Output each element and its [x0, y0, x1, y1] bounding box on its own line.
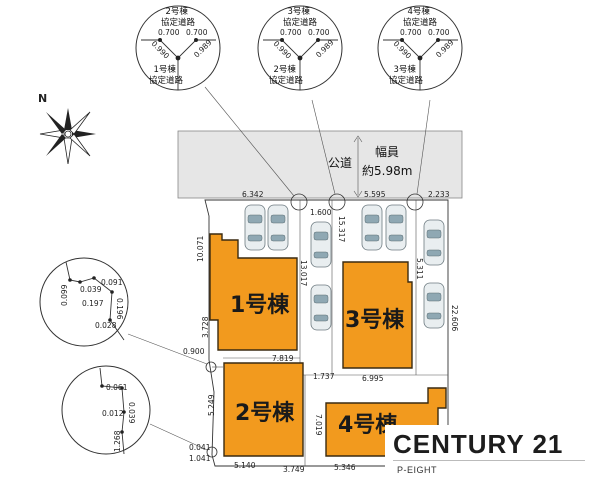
- road-width-label: 幅員: [375, 144, 399, 159]
- dim-1737: 1.737: [313, 372, 335, 381]
- north-label: N: [38, 92, 47, 105]
- compass-rose-icon: [39, 108, 96, 165]
- circle2-dim-a: 0.700: [280, 28, 302, 37]
- detail-circle-1: [135, 5, 221, 91]
- circle1-top-label: 2号棟 協定道路: [161, 6, 196, 28]
- circle3-dim-b: 0.700: [428, 28, 450, 37]
- left-lower-dim-0: 0.061: [106, 383, 128, 392]
- dim-3728: 3.728: [201, 316, 210, 338]
- detail-circle-left-upper: [39, 257, 129, 347]
- building-1: [209, 233, 298, 351]
- dim-0041: 0.041: [189, 443, 211, 452]
- left-upper-dim-4: 0.196: [115, 298, 124, 320]
- detail-circle-2: [257, 5, 343, 91]
- dim-5249: 5.249: [207, 394, 216, 416]
- dim-1041: 1.041: [189, 454, 211, 463]
- logo-divider: [393, 460, 585, 461]
- building-3: [342, 261, 413, 369]
- left-lower-dim-3: 1.268: [113, 430, 122, 452]
- circle3-top-label: 4号棟 協定道路: [403, 6, 438, 28]
- dim-5346: 5.346: [334, 463, 356, 472]
- logo-brand: CENTURY 21: [393, 429, 564, 459]
- dim-13017: 13.017: [299, 260, 308, 286]
- circle2-top-label: 3号棟 協定道路: [283, 6, 318, 28]
- dim-7819: 7.819: [272, 354, 294, 363]
- circle1-dim-b: 0.700: [186, 28, 208, 37]
- road-name: 公道: [328, 156, 352, 170]
- left-upper-dim-0: 0.099: [60, 284, 69, 306]
- parking-cars: [244, 204, 445, 331]
- public-road: [177, 130, 463, 199]
- circle3-dim-a: 0.700: [400, 28, 422, 37]
- dim-5595: 5.595: [364, 190, 386, 199]
- dim-0900: 0.900: [183, 347, 205, 356]
- road-width-value: 約5.98m: [362, 163, 412, 178]
- left-upper-dim-2: 0.091: [101, 278, 123, 287]
- building-1-label: 1号棟: [230, 292, 290, 318]
- building-2-label: 2号棟: [235, 400, 295, 426]
- dim-5311: 5.311: [415, 258, 424, 280]
- century21-logo: CENTURY 21 P-EIGHT: [385, 425, 595, 487]
- left-upper-dim-5: 0.028: [95, 321, 117, 330]
- dim-10071: 10.071: [196, 236, 205, 262]
- detail-circle-left-lower: [61, 365, 151, 455]
- dim-22606: 22.606: [450, 305, 459, 331]
- building-3-label: 3号棟: [345, 307, 405, 333]
- dim-15317: 15.317: [337, 216, 346, 242]
- dim-6995: 6.995: [362, 374, 384, 383]
- circle2-dim-b: 0.700: [308, 28, 330, 37]
- detail-circle-3: [377, 5, 463, 91]
- dim-7019: 7.019: [314, 414, 323, 436]
- dim-3749: 3.749: [283, 465, 305, 474]
- left-lower-dim-2: 0.039: [127, 402, 136, 424]
- corner-markers: [127, 86, 431, 458]
- left-lower-dim-1: 0.012: [102, 409, 124, 418]
- dim-1600: 1.600: [310, 208, 332, 217]
- logo-sub: P-EIGHT: [397, 465, 438, 475]
- left-upper-dim-1: 0.039: [80, 285, 102, 294]
- dim-6342: 6.342: [242, 190, 264, 199]
- left-upper-dim-3: 0.197: [82, 299, 104, 308]
- circle1-bottom-label: 1号棟 協定道路: [149, 64, 184, 86]
- dim-2233: 2.233: [428, 190, 450, 199]
- circle3-bottom-label: 3号棟 協定道路: [389, 64, 424, 86]
- circle1-dim-a: 0.700: [158, 28, 180, 37]
- site-boundary: [204, 199, 449, 467]
- building-2: [223, 362, 304, 457]
- dim-5140: 5.140: [234, 461, 256, 470]
- circle2-bottom-label: 2号棟 協定道路: [269, 64, 304, 86]
